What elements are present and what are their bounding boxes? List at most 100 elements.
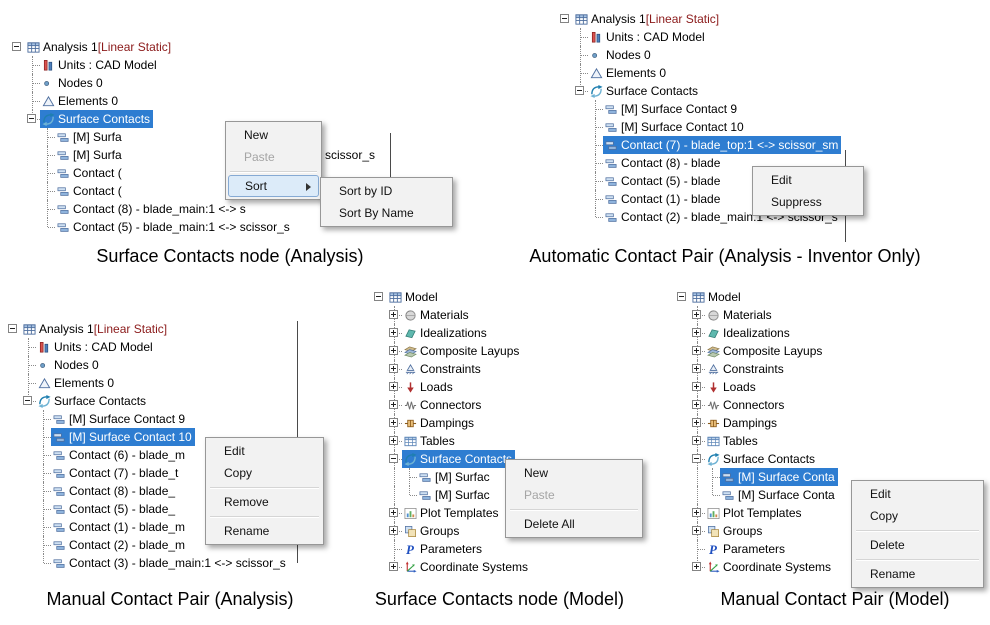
tree-item-content[interactable]: Contact (3) - blade_main:1 <-> scissor_s [51, 554, 289, 572]
tree-item-content[interactable]: [M] Surface Conta [720, 486, 838, 504]
tree-item[interactable]: Groups [675, 522, 990, 540]
tree-item-content[interactable]: Nodes 0 [40, 74, 106, 92]
tree-item-content[interactable]: Units : CAD Model [36, 338, 156, 356]
tree-item[interactable]: Contact (5) - blade_main:1 <-> scissor_s [10, 218, 390, 236]
tree-item[interactable]: Contact (3) - blade_main:1 <-> scissor_s [6, 554, 297, 572]
tree-item-content[interactable]: Contact (5) - blade_main:1 <-> scissor_s [55, 218, 293, 236]
expand-icon[interactable] [389, 436, 398, 445]
tree-item-content[interactable]: [M] Surfac [417, 486, 493, 504]
tree-item[interactable]: Model [675, 288, 990, 306]
tree-item[interactable]: [M] Surface Contact 9 [6, 410, 297, 428]
tree-item[interactable]: Surface Contacts [6, 392, 297, 410]
collapse-icon[interactable] [8, 324, 17, 333]
tree-item-content[interactable]: Idealizations [705, 324, 793, 342]
menu-item-edit[interactable]: Edit [755, 169, 861, 191]
expand-icon[interactable] [692, 310, 701, 319]
tree-item-content[interactable]: [M] Surfa [55, 128, 125, 146]
tree-item-content[interactable]: Idealizations [402, 324, 490, 342]
expand-icon[interactable] [389, 508, 398, 517]
expand-icon[interactable] [389, 310, 398, 319]
expand-icon[interactable] [692, 436, 701, 445]
menu-item-sort[interactable]: Sort [228, 175, 319, 197]
expand-icon[interactable] [389, 346, 398, 355]
tree-item-content[interactable]: Contact (6) - blade_m [51, 446, 188, 464]
tree-item[interactable]: Loads [372, 378, 644, 396]
expand-icon[interactable] [692, 382, 701, 391]
tree-item[interactable]: [M] Surfac [372, 486, 644, 504]
tree-item-content[interactable]: Loads [402, 378, 456, 396]
tree-item-content[interactable]: Elements 0 [36, 374, 117, 392]
tree-item[interactable]: [M] Surface Contact 10 [558, 118, 846, 136]
expand-icon[interactable] [389, 526, 398, 535]
tree-item-content[interactable]: [M] Surface Contact 10 [603, 118, 747, 136]
expand-icon[interactable] [692, 562, 701, 571]
tree-item[interactable]: Connectors [372, 396, 644, 414]
tree-item-content[interactable]: Surface Contacts [40, 110, 154, 128]
tree-item-content[interactable]: Constraints [402, 360, 484, 378]
tree-item[interactable]: Contact (2) - blade_m [6, 536, 297, 554]
tree-item-content[interactable]: Surface Contacts [402, 450, 516, 468]
tree-item[interactable]: [M] Surfac [372, 468, 644, 486]
menu-item-edit[interactable]: Edit [854, 483, 981, 505]
menu-item-suppress[interactable]: Suppress [755, 191, 861, 213]
tree-item-content[interactable]: Analysis 1 [Linear Static] [25, 38, 174, 56]
expand-icon[interactable] [692, 346, 701, 355]
tree-item[interactable]: Composite Layups [675, 342, 990, 360]
menu-item-sort-by-name[interactable]: Sort By Name [323, 202, 450, 224]
tree-item-content[interactable]: Surface Contacts [588, 82, 701, 100]
tree-item[interactable]: Surface Contacts [10, 110, 390, 128]
tree-item-content[interactable]: Contact ( [55, 182, 125, 200]
tree-item-content[interactable]: Plot Templates [705, 504, 805, 522]
collapse-icon[interactable] [560, 14, 569, 23]
menu-item-copy[interactable]: Copy [854, 505, 981, 527]
tree-item[interactable]: Composite Layups [372, 342, 644, 360]
tree-item[interactable]: Plot Templates [675, 504, 990, 522]
expand-icon[interactable] [389, 400, 398, 409]
collapse-icon[interactable] [677, 292, 686, 301]
tree-item[interactable]: Contact (5) - blade_ [6, 500, 297, 518]
tree-item[interactable]: Dampings [372, 414, 644, 432]
menu-item-rename[interactable]: Rename [854, 563, 981, 585]
menu-item-new[interactable]: New [228, 124, 319, 146]
tree-item-content[interactable]: Units : CAD Model [40, 56, 160, 74]
tree-item[interactable]: Analysis 1 [Linear Static] [6, 320, 297, 338]
tree-item[interactable]: Dampings [675, 414, 990, 432]
tree-item[interactable]: Coordinate Systems [675, 558, 990, 576]
tree-item-content[interactable]: Groups [705, 522, 765, 540]
expand-icon[interactable] [692, 328, 701, 337]
tree-item[interactable]: Units : CAD Model [6, 338, 297, 356]
tree-item[interactable]: Contact (6) - blade_m [6, 446, 297, 464]
tree-item-content[interactable]: Materials [705, 306, 775, 324]
menu-item-remove[interactable]: Remove [208, 491, 321, 513]
tree-item-content[interactable]: Groups [402, 522, 462, 540]
expand-icon[interactable] [389, 562, 398, 571]
tree-item[interactable]: Idealizations [372, 324, 644, 342]
tree-item[interactable]: Contact (8) - blade [558, 154, 846, 172]
tree-item-content[interactable]: Loads [705, 378, 759, 396]
tree-item-content[interactable]: Nodes 0 [588, 46, 654, 64]
tree-item[interactable]: Tables [372, 432, 644, 450]
menu-item-new[interactable]: New [508, 462, 640, 484]
tree-item[interactable]: Plot Templates [372, 504, 644, 522]
tree-item[interactable]: Analysis 1 [Linear Static] [10, 38, 390, 56]
tree-item[interactable]: [M] Surface Contact 9 [558, 100, 846, 118]
tree-item-content[interactable]: Contact (8) - blade [603, 154, 723, 172]
tree-item-content[interactable]: Contact (5) - blade [603, 172, 723, 190]
tree-item[interactable]: Idealizations [675, 324, 990, 342]
tree-item[interactable]: [M] Surfa [10, 128, 390, 146]
tree-item[interactable]: Surface Contacts [558, 82, 846, 100]
tree-item[interactable]: Materials [675, 306, 990, 324]
tree-item[interactable]: Coordinate Systems [372, 558, 644, 576]
tree-item-content[interactable]: Analysis 1 [Linear Static] [573, 10, 722, 28]
tree-item-content[interactable]: [M] Surface Contact 9 [51, 410, 188, 428]
tree-item[interactable]: Units : CAD Model [558, 28, 846, 46]
tree-item-content[interactable]: Coordinate Systems [705, 558, 834, 576]
collapse-icon[interactable] [12, 42, 21, 51]
tree-item-content[interactable]: Composite Layups [402, 342, 522, 360]
tree-item[interactable]: Constraints [372, 360, 644, 378]
tree-item[interactable]: Surface Contacts [372, 450, 644, 468]
tree-item[interactable]: Model [372, 288, 644, 306]
tree-item[interactable]: [M] Surface Contact 10 [6, 428, 297, 446]
